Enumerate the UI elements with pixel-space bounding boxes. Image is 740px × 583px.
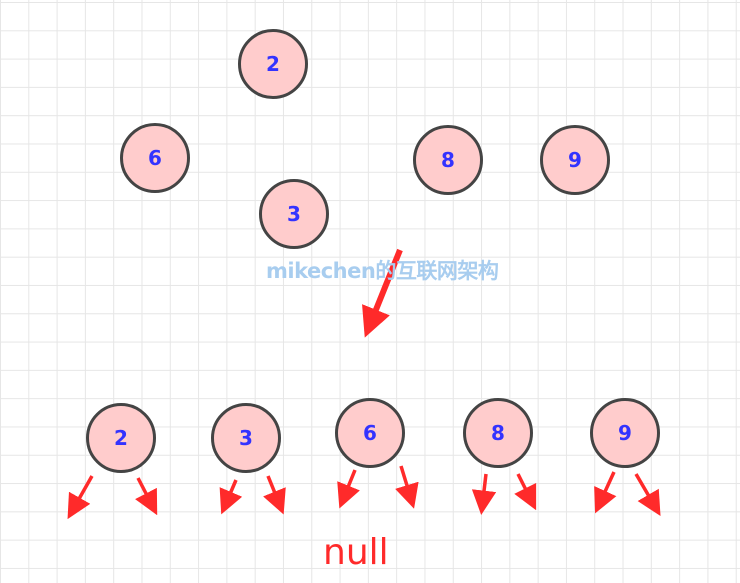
null-arrow [471, 473, 497, 515]
node-value: 9 [618, 421, 632, 445]
node-value: 3 [239, 426, 253, 450]
top-node: 8 [413, 125, 483, 195]
bottom-node: 6 [335, 398, 405, 468]
node-value: 9 [568, 148, 582, 172]
null-arrow [337, 469, 360, 509]
top-node: 3 [259, 179, 329, 249]
top-node: 6 [120, 123, 190, 193]
null-arrow [594, 471, 617, 514]
node-value: 6 [363, 421, 377, 445]
node-value: 2 [114, 426, 128, 450]
node-value: 6 [148, 146, 162, 170]
null-arrow [219, 479, 243, 515]
main-down-arrow [362, 248, 403, 338]
null-arrow [634, 473, 661, 517]
node-value: 8 [441, 148, 455, 172]
bottom-node: 8 [463, 398, 533, 468]
null-arrow [514, 473, 537, 511]
null-arrow [395, 465, 419, 509]
null-label: null [323, 532, 389, 573]
null-arrows [67, 465, 661, 520]
node-value: 8 [491, 421, 505, 445]
watermark: mikechen的互联网架构 [266, 259, 499, 283]
bottom-node: 2 [86, 403, 156, 473]
bottom-node: 3 [211, 403, 281, 473]
top-node: 9 [540, 125, 610, 195]
null-arrow [67, 475, 94, 520]
node-value: 2 [266, 52, 280, 76]
top-node: 2 [238, 29, 308, 99]
null-arrow [263, 475, 286, 515]
node-value: 3 [287, 202, 301, 226]
null-arrow [135, 477, 158, 516]
bottom-node: 9 [590, 398, 660, 468]
